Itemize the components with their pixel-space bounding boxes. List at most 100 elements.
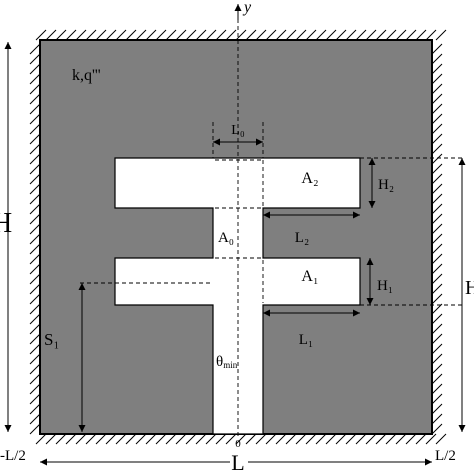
a2-label: A₂ — [301, 170, 318, 187]
hatch-line — [285, 433, 297, 445]
hatch-line — [29, 223, 41, 235]
hatch-line — [205, 29, 217, 41]
hatch-line — [345, 433, 357, 445]
hatch-line — [29, 273, 41, 285]
hatch-line — [85, 433, 97, 445]
hatch-line — [431, 133, 443, 145]
hatch-line — [431, 323, 443, 335]
hatch-line — [29, 173, 41, 185]
hatch-line — [125, 433, 137, 445]
hatch-line — [431, 103, 443, 115]
hatch-line — [105, 29, 117, 41]
hatch-line — [45, 29, 57, 41]
hatch-line — [29, 193, 41, 205]
dimension-arrows — [4, 42, 466, 466]
l0-label: L₀ — [231, 123, 245, 138]
hatch-line — [225, 29, 237, 41]
hatch-line — [431, 403, 443, 415]
hatch-line — [29, 183, 41, 195]
hatch-line — [355, 29, 367, 41]
hatch-line — [235, 29, 247, 41]
hatch-line — [29, 103, 41, 115]
hatch-line — [275, 433, 287, 445]
hatch-line — [431, 393, 443, 405]
hatch-line — [145, 29, 157, 41]
hatch-line — [245, 433, 257, 445]
hatch-line — [431, 423, 443, 435]
origin-label: 0 — [235, 438, 241, 450]
hatch-line — [29, 373, 41, 385]
hatch-line — [29, 83, 41, 95]
hatch-line — [185, 433, 197, 445]
hatch-line — [375, 29, 387, 41]
hatch-line — [405, 29, 417, 41]
hatch-line — [235, 433, 247, 445]
hatch-line — [431, 273, 443, 285]
hatch-line — [431, 263, 443, 275]
hatch-line — [29, 53, 41, 65]
hatch-line — [55, 29, 67, 41]
hatch-line — [325, 29, 337, 41]
a0-label: A₀ — [218, 230, 234, 246]
hatch-line — [275, 29, 287, 41]
hatch-line — [29, 203, 41, 215]
hatch-line — [135, 29, 147, 41]
hatch-line — [29, 333, 41, 345]
hatch-line — [85, 29, 97, 41]
l1-label: L₁ — [299, 332, 313, 348]
hatch-line — [315, 433, 327, 445]
dashed-guides — [80, 12, 465, 436]
h-right-label: H — [465, 277, 474, 299]
hatch-line — [29, 353, 41, 365]
s1-label: S₁ — [44, 330, 59, 349]
hatch-line — [195, 433, 207, 445]
hatch-line — [431, 63, 443, 75]
hatch-line — [425, 433, 437, 445]
left-wall-hatching — [29, 43, 41, 435]
a1-label: A₁ — [301, 268, 318, 285]
hatch-line — [431, 283, 443, 295]
hatch-line — [295, 29, 307, 41]
hatch-line — [215, 29, 227, 41]
hatch-line — [385, 433, 397, 445]
hatch-line — [29, 213, 41, 225]
hatch-line — [305, 29, 317, 41]
hatch-line — [435, 29, 447, 41]
hatch-line — [29, 73, 41, 85]
hatch-line — [431, 193, 443, 205]
h2-label: H₂ — [378, 177, 394, 193]
hatch-line — [431, 83, 443, 95]
hatch-line — [431, 223, 443, 235]
hatch-line — [431, 303, 443, 315]
hatch-line — [29, 403, 41, 415]
hatch-line — [255, 29, 267, 41]
hatch-line — [75, 29, 87, 41]
hatch-line — [29, 143, 41, 155]
hatch-line — [431, 123, 443, 135]
hatch-line — [29, 133, 41, 145]
hatch-line — [431, 183, 443, 195]
hatch-line — [35, 29, 47, 41]
hatch-line — [365, 433, 377, 445]
hatch-line — [175, 29, 187, 41]
hatch-line — [431, 363, 443, 375]
hatch-line — [29, 293, 41, 305]
material-properties-label: k,q''' — [72, 67, 101, 84]
hatch-line — [431, 153, 443, 165]
hatch-line — [155, 29, 167, 41]
hatch-line — [29, 163, 41, 175]
hatch-line — [225, 433, 237, 445]
hatch-line — [155, 433, 167, 445]
hatch-line — [29, 263, 41, 275]
hatch-line — [431, 333, 443, 345]
hatch-line — [431, 383, 443, 395]
hatch-line — [395, 29, 407, 41]
minus-half-l-label: -L/2 — [0, 448, 26, 464]
hatch-line — [431, 243, 443, 255]
hatch-line — [295, 433, 307, 445]
hatch-line — [95, 433, 107, 445]
hatch-line — [29, 423, 41, 435]
hatch-line — [165, 433, 177, 445]
